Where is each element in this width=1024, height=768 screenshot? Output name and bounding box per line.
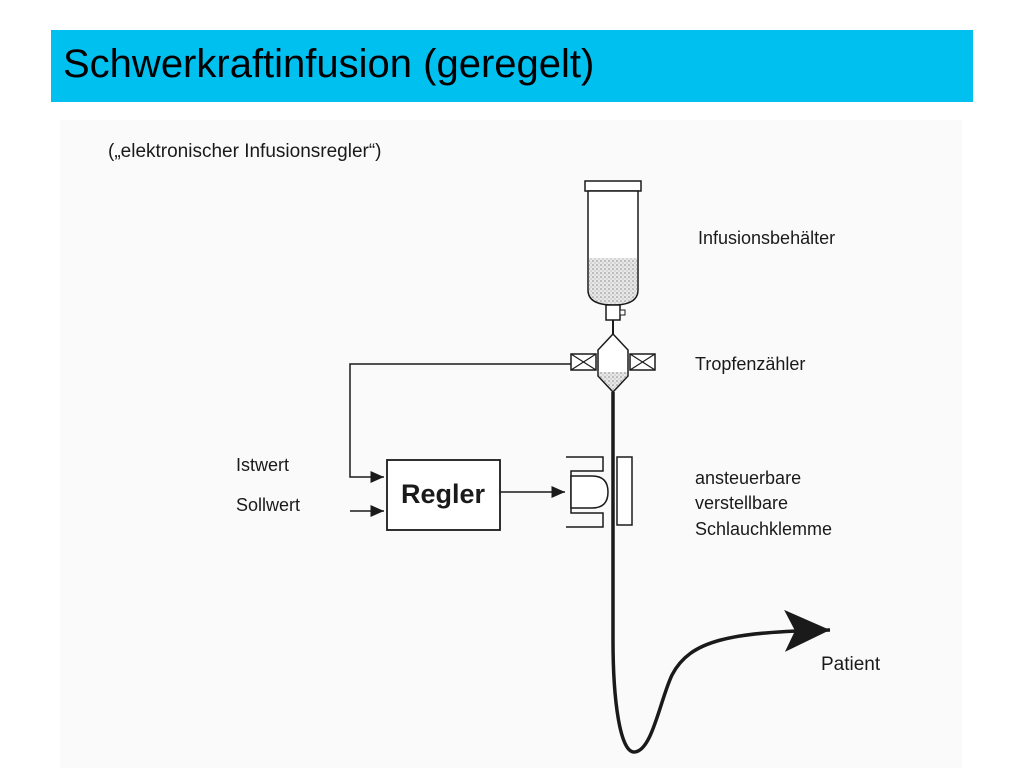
hose-clamp <box>566 456 633 528</box>
patient-label: Patient <box>821 654 881 675</box>
infusion-bottle <box>584 180 642 334</box>
clamp-label-line-2: verstellbare <box>695 493 788 513</box>
drop-counter <box>570 332 656 394</box>
title-bar: Schwerkraftinfusion (geregelt) <box>51 30 973 102</box>
set-value-label: Sollwert <box>236 495 300 515</box>
actual-value-label: Istwert <box>236 455 289 475</box>
slide-title: Schwerkraftinfusion (geregelt) <box>63 42 595 86</box>
infusion-tube <box>611 392 831 754</box>
clamp-label-line-3: Schlauchklemme <box>695 519 832 539</box>
diagram-background <box>60 120 962 768</box>
controller-label: Regler <box>401 479 486 509</box>
controller-box: Regler <box>386 459 501 531</box>
clamp-label-line-1: ansteuerbare <box>695 468 801 488</box>
drop-counter-label: Tropfenzähler <box>695 354 805 374</box>
container-label: Infusionsbehälter <box>698 228 835 248</box>
subtitle: („elektronischer Infusionsregler“) <box>108 141 382 162</box>
feedback-line <box>349 363 571 483</box>
